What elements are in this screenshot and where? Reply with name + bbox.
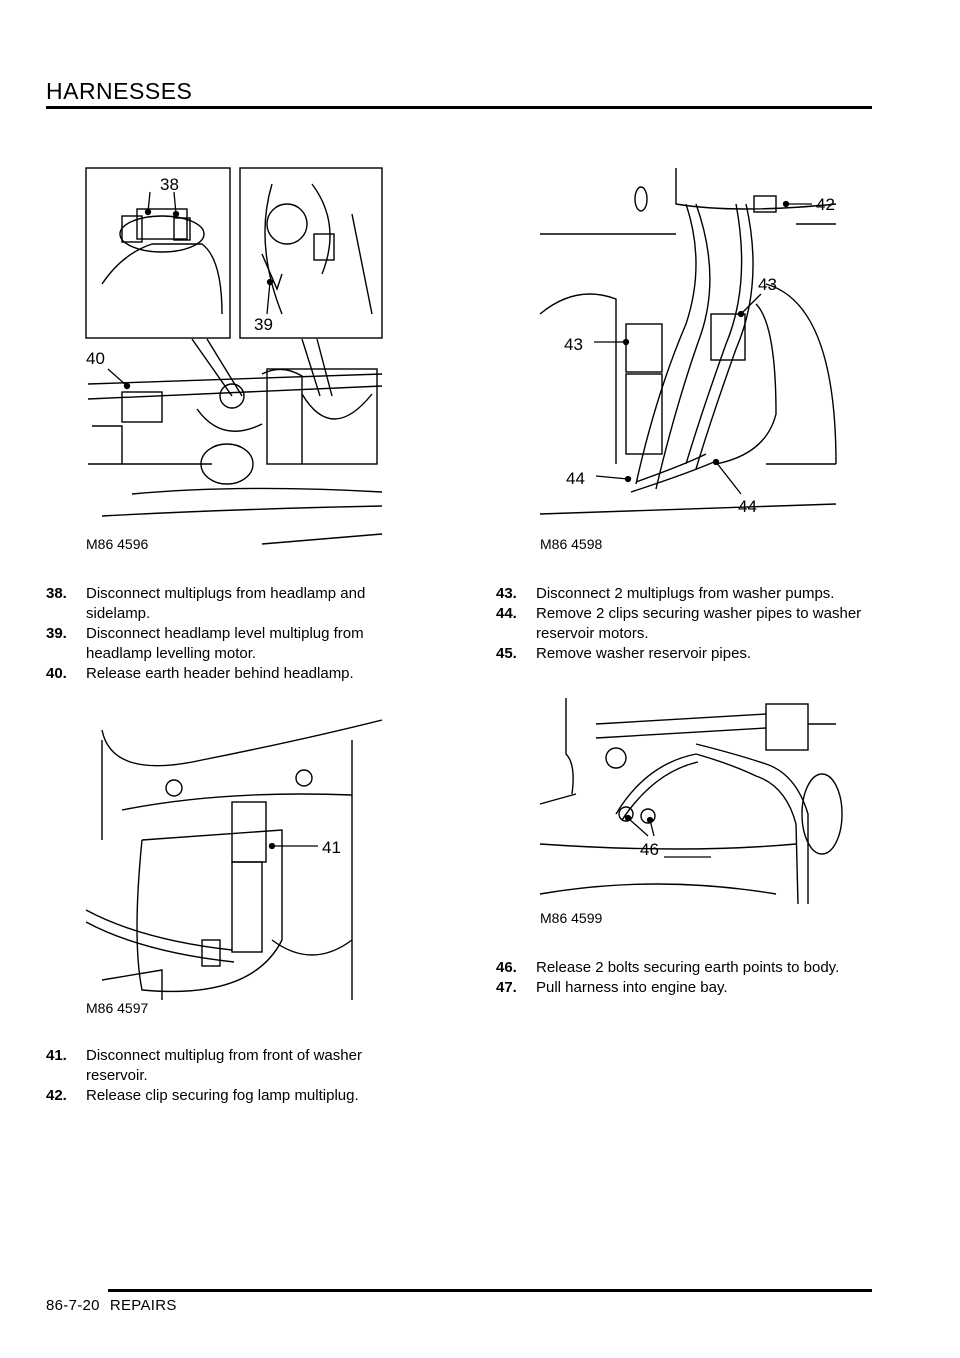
callout-44-a: 44 <box>566 469 585 488</box>
callout-39: 39 <box>254 315 273 334</box>
footer-rule <box>108 1289 872 1292</box>
callout-44-b: 44 <box>738 497 757 516</box>
step-41: 41.Disconnect multiplug from front of wa… <box>46 1047 362 1084</box>
step-43: 43.Disconnect 2 multiplugs from washer p… <box>496 585 835 602</box>
callout-38: 38 <box>160 175 179 194</box>
step-42: 42.Release clip securing fog lamp multip… <box>46 1087 359 1104</box>
page-footer: 86-7-20 REPAIRS <box>46 1297 177 1314</box>
step-38: 38.Disconnect multiplugs from headlamp a… <box>46 585 366 622</box>
step-45: 45.Remove washer reservoir pipes. <box>496 645 752 662</box>
step-47: 47.Pull harness into engine bay. <box>496 979 728 996</box>
washer-pump-illustration: 42 43 43 44 44 <box>539 168 837 516</box>
earth-points-illustration: 46 <box>539 698 843 905</box>
figure-m86-4599: 46 M86 4599 <box>536 694 846 934</box>
callout-41: 41 <box>322 838 341 857</box>
section-name: REPAIRS <box>109 1297 177 1314</box>
headlamp-illustration: 38 39 40 <box>85 167 383 545</box>
figure-id: M86 4598 <box>540 536 603 552</box>
figure-id: M86 4597 <box>86 1000 149 1016</box>
steps-38-40: 38.Disconnect multiplugs from headlamp a… <box>46 584 426 684</box>
page-number: 86-7-20 <box>46 1297 100 1314</box>
header-rule <box>46 106 872 109</box>
steps-43-45: 43.Disconnect 2 multiplugs from washer p… <box>496 584 876 664</box>
step-40: 40.Release earth header behind headlamp. <box>46 665 354 682</box>
callout-40: 40 <box>86 349 105 368</box>
figure-m86-4598: 42 43 43 44 44 M86 4598 <box>536 164 846 559</box>
figure-id: M86 4596 <box>86 536 149 552</box>
callout-43-a: 43 <box>758 275 777 294</box>
callout-43-b: 43 <box>564 335 583 354</box>
page-title: HARNESSES <box>46 78 193 104</box>
step-39: 39.Disconnect headlamp level multiplug f… <box>46 625 364 662</box>
callout-42: 42 <box>816 195 835 214</box>
callout-46: 46 <box>640 840 659 859</box>
step-46: 46.Release 2 bolts securing earth points… <box>496 959 840 976</box>
steps-46-47: 46.Release 2 bolts securing earth points… <box>496 958 896 998</box>
step-44: 44.Remove 2 clips securing washer pipes … <box>496 605 862 642</box>
figure-m86-4596: 38 39 40 M86 4596 <box>82 164 392 559</box>
washer-reservoir-illustration: 41 <box>85 719 383 1000</box>
steps-41-42: 41.Disconnect multiplug from front of wa… <box>46 1046 426 1106</box>
figure-id: M86 4599 <box>540 910 603 926</box>
figure-m86-4597: 41 M86 4597 <box>82 700 392 1020</box>
